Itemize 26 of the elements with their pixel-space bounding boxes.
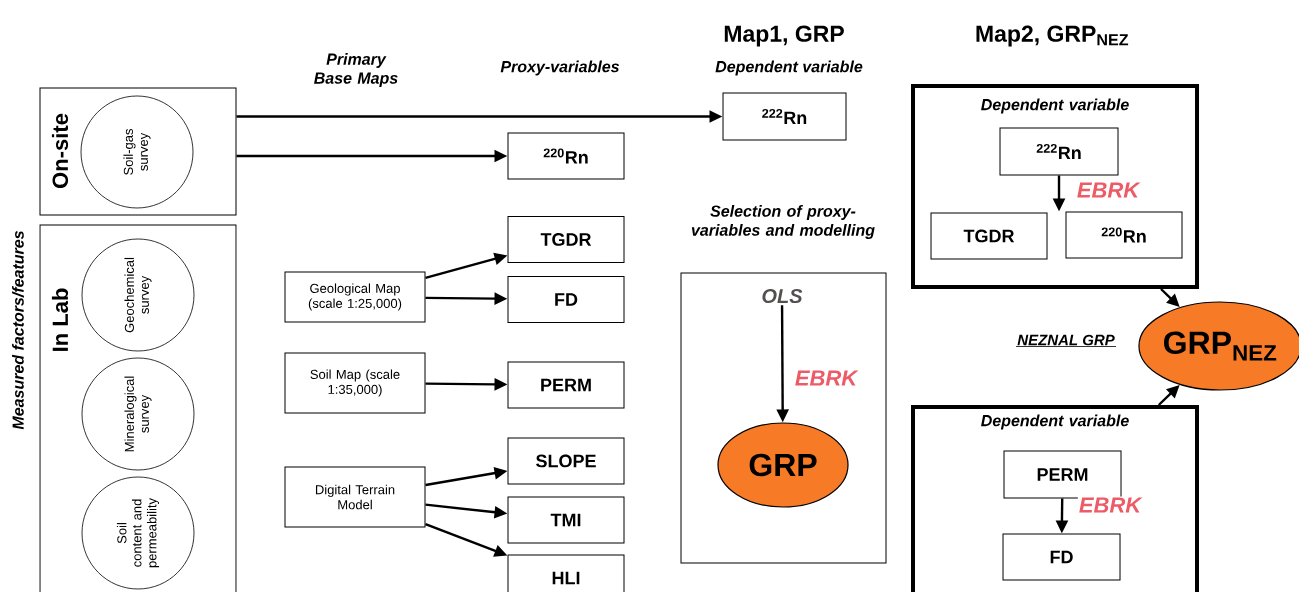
variable-box: $^{222}$Rn: [999, 127, 1119, 176]
method-label: NEZNAL GRP: [1015, 334, 1117, 347]
variable-box: $^{220}$Rn: [507, 132, 625, 180]
variable-box: TMI: [507, 496, 625, 544]
variable-box: SLOPE: [507, 437, 625, 485]
variable-box: $^{220}$Rn: [1065, 211, 1183, 259]
side-label: Measured factors/features: [12, 231, 24, 430]
variable-box: TGDR: [930, 212, 1048, 260]
column-heading: Map2, GRP$_{NEZ}$: [976, 25, 1129, 47]
method-label: OLS: [762, 288, 803, 304]
map-box: Geological Map (scale 1:25,000): [284, 271, 426, 323]
variable-box: FD: [1002, 533, 1121, 581]
variable-box: TGDR: [507, 216, 625, 263]
variable-box: PERM: [507, 361, 625, 409]
column-heading: Dependent variable: [715, 60, 863, 76]
edge-label: EBRK: [1077, 496, 1143, 514]
variable-box: HLI: [507, 554, 625, 592]
edge-label: EBRK: [1075, 181, 1141, 199]
map-box: Digital Terrain Model: [284, 466, 426, 528]
edge-label: EBRK: [793, 369, 859, 387]
column-heading: Proxy-variables: [500, 60, 620, 76]
column-heading: Primary Base Maps: [314, 53, 398, 87]
variable-box: FD: [507, 276, 625, 323]
map-box: Soil Map (scale 1:35,000): [284, 352, 426, 414]
column-heading: Map1, GRP: [724, 25, 844, 47]
variable-box: $^{222}$Rn: [722, 92, 847, 141]
